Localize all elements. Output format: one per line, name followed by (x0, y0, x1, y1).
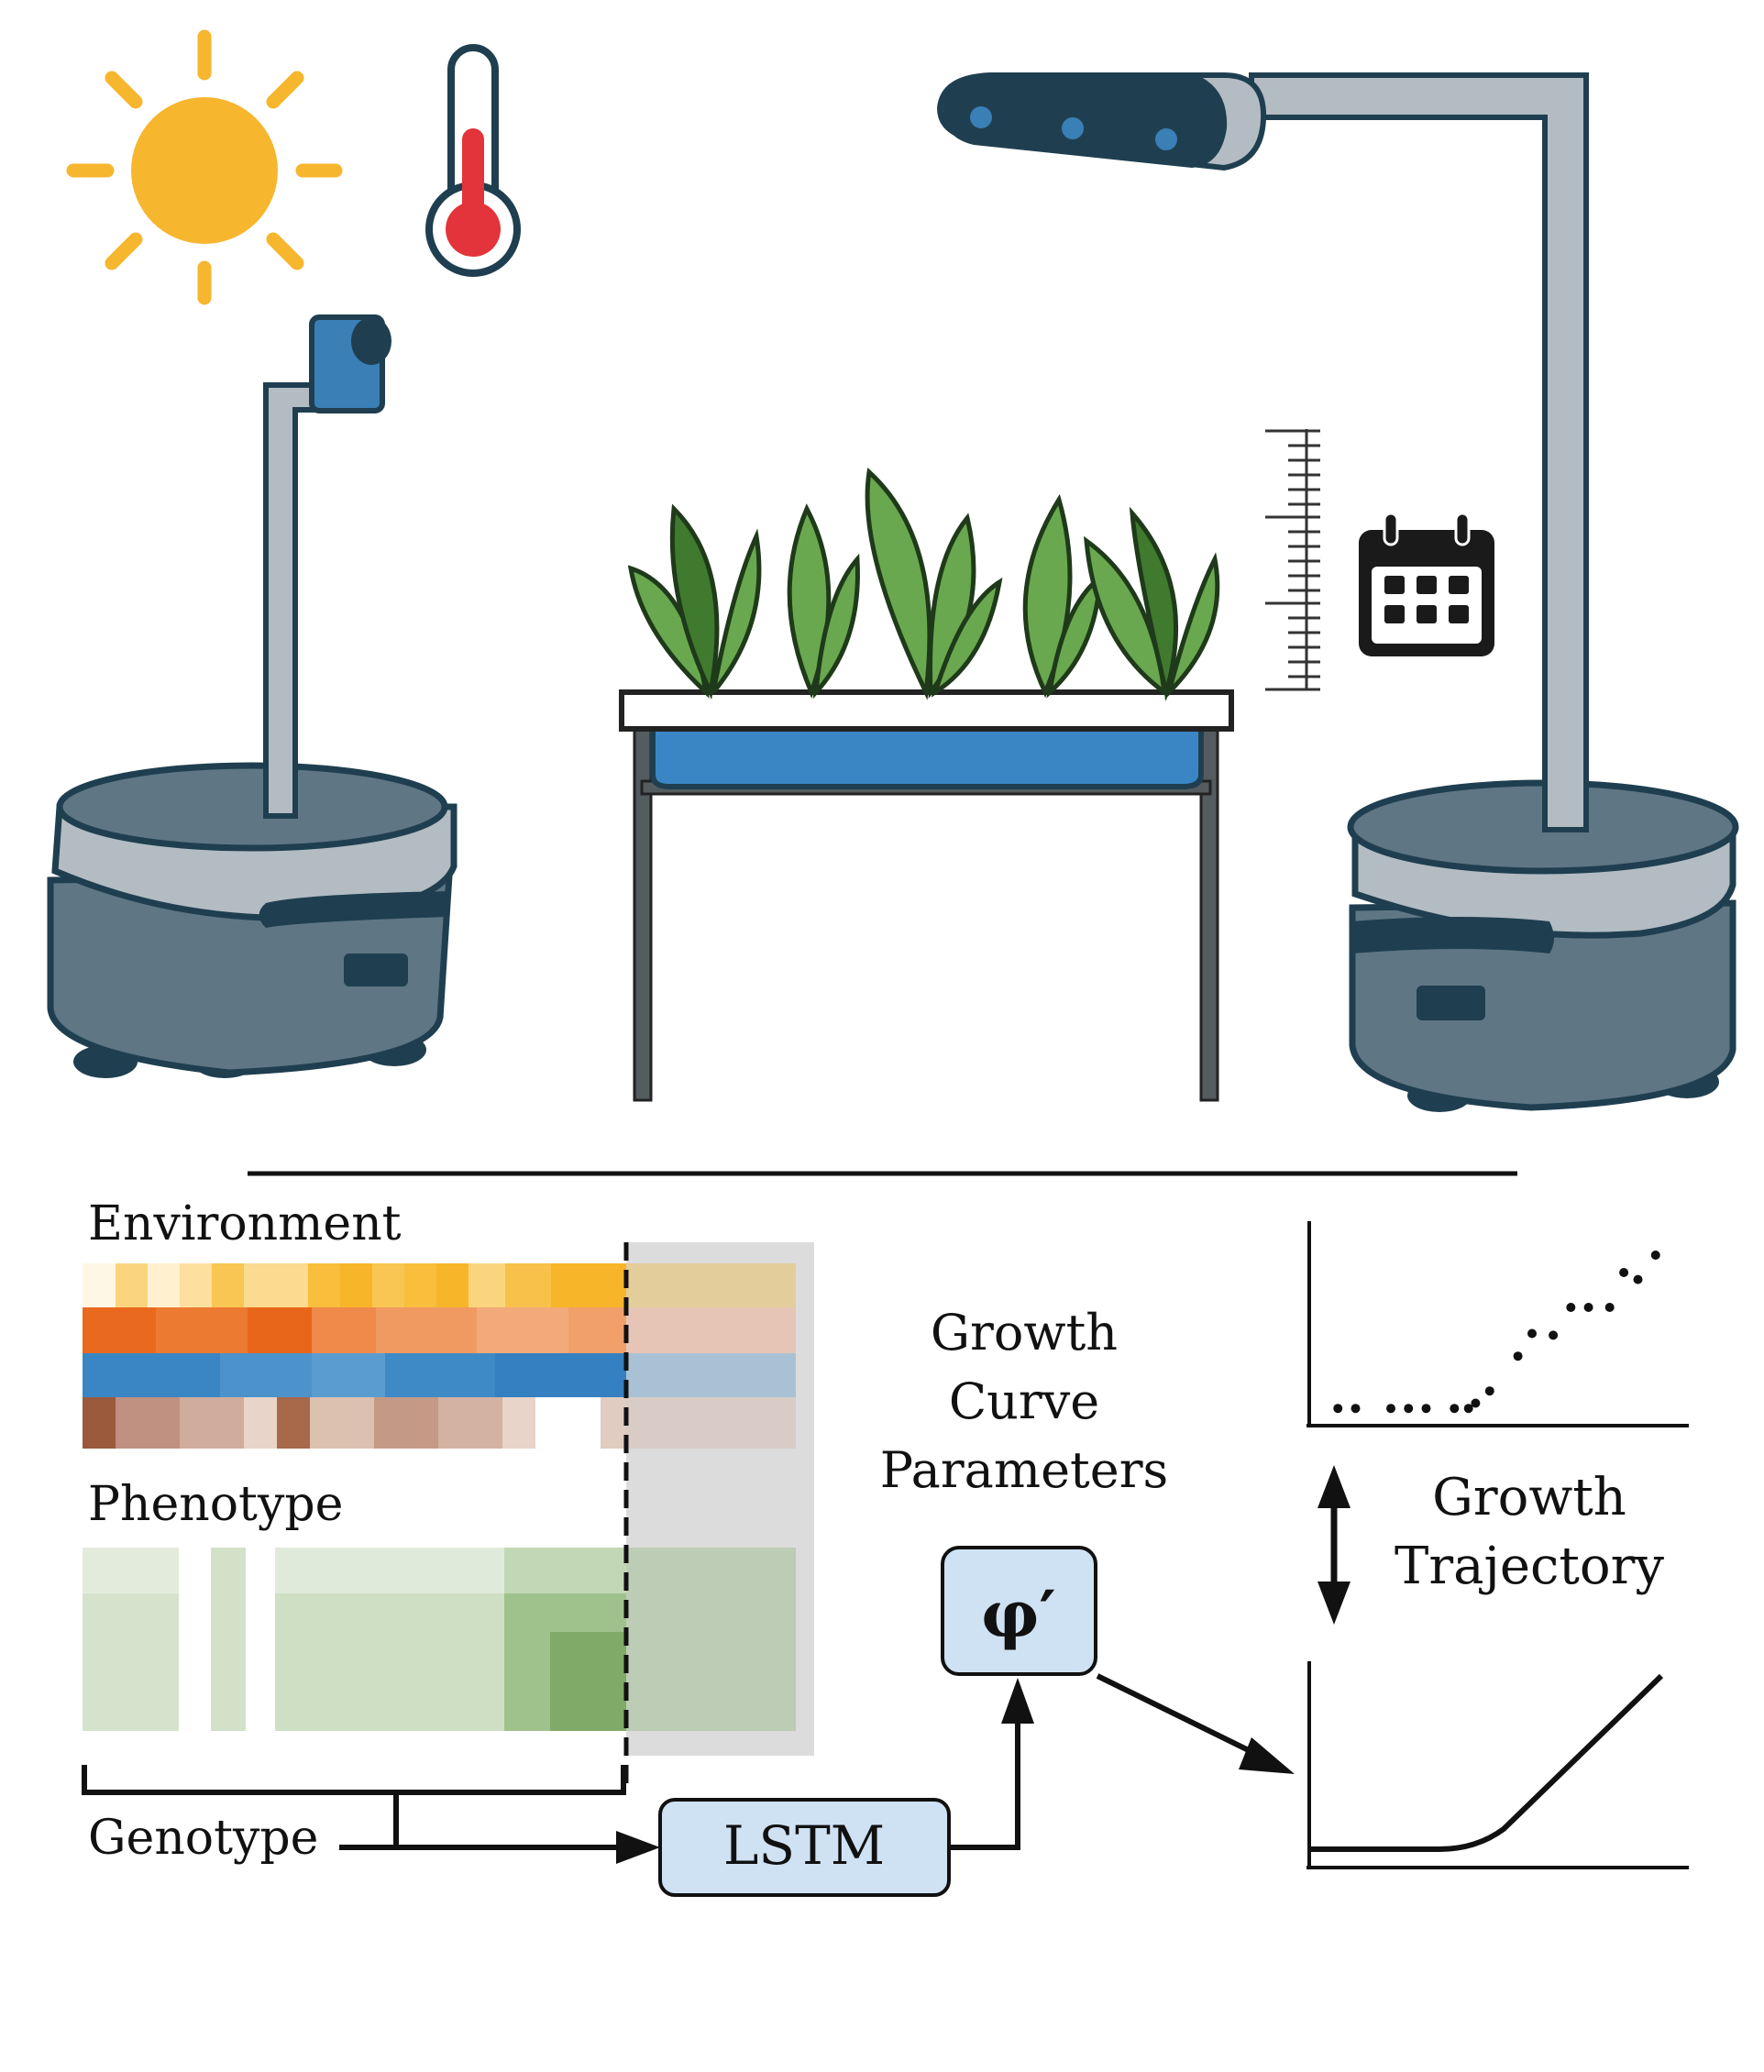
scatter-point (1604, 1303, 1615, 1312)
env-row-soil (83, 1397, 796, 1449)
env-row-humidity (83, 1353, 796, 1397)
scatter-point (1650, 1251, 1660, 1260)
plants (627, 467, 1220, 701)
scatter-points (1333, 1251, 1660, 1414)
scatter-point (1583, 1303, 1593, 1312)
genotype-label: Genotype (88, 1811, 318, 1866)
growth-trajectory-line: Trajectory (1395, 1537, 1664, 1596)
scatter-point (1484, 1386, 1494, 1396)
scatter-point (1351, 1404, 1361, 1414)
right-robot-arm (1249, 72, 1589, 832)
arrowhead (1239, 1737, 1295, 1774)
plant (1022, 493, 1103, 699)
scatter-point (1566, 1303, 1576, 1312)
scatter-point (1527, 1328, 1537, 1339)
double-arrow (1317, 1465, 1351, 1625)
lstm-box: LSTM (658, 1798, 951, 1897)
thermometer-icon (425, 44, 521, 277)
plant (787, 503, 860, 700)
growth-trajectory-line: Growth (1432, 1468, 1626, 1527)
scatter-point (1463, 1404, 1473, 1414)
phi-label: φ′ (981, 1576, 1056, 1652)
growth-trajectory-label: Growth Trajectory (1395, 1468, 1664, 1596)
environment-heatmap (83, 1263, 796, 1449)
camera-icon (309, 314, 391, 413)
plant (627, 503, 762, 700)
fitted-curve-plot (1306, 1661, 1689, 1869)
left-robot-base (47, 762, 458, 1078)
sun-icon (66, 29, 343, 305)
env-row-light (83, 1307, 796, 1353)
phenotype-heatmap (83, 1548, 796, 1731)
arrowhead (1001, 1678, 1034, 1724)
calendar-icon (1359, 512, 1494, 656)
growth-curve-parameters-label: Growth Curve Parameters (880, 1304, 1168, 1499)
arrow-to-curve (1096, 1673, 1267, 1761)
scatter-point (1450, 1404, 1460, 1414)
plant (865, 467, 1003, 700)
scatter-point (1513, 1351, 1523, 1361)
lstm-label: LSTM (723, 1814, 885, 1877)
scatter-point (1619, 1268, 1629, 1277)
growth-curve-parameters-line: Parameters (880, 1441, 1168, 1499)
arrowhead (616, 1831, 660, 1864)
phi-box: φ′ (941, 1546, 1097, 1676)
scatter-point (1549, 1330, 1559, 1340)
arrow-to-phi (949, 1719, 1020, 1850)
right-robot-base (1347, 779, 1739, 1112)
ruler-icon (1265, 429, 1320, 691)
env-row-temperature (83, 1263, 796, 1307)
fitted-growth-curve (1309, 1673, 1664, 1852)
left-robot (47, 314, 458, 1078)
environment-label: Environment (88, 1196, 402, 1251)
sensor-bar-icon (936, 72, 1267, 171)
scatter-point (1471, 1398, 1481, 1408)
history-bracket (82, 1765, 626, 1795)
scatter-point (1386, 1404, 1395, 1414)
growth-curve-parameters-line: Growth (931, 1304, 1118, 1361)
growth-curve-parameters-line: Curve (949, 1372, 1099, 1430)
scatter-point (1404, 1404, 1414, 1414)
scatter-point (1333, 1404, 1343, 1414)
phenotype-label: Phenotype (88, 1477, 343, 1532)
left-robot-arm (263, 382, 316, 819)
right-robot (936, 72, 1739, 1112)
plant (1084, 506, 1220, 701)
scatter-point (1633, 1274, 1643, 1284)
observed-scatter-plot (1306, 1221, 1689, 1427)
plant-table (619, 689, 1234, 1102)
scatter-point (1421, 1404, 1431, 1414)
